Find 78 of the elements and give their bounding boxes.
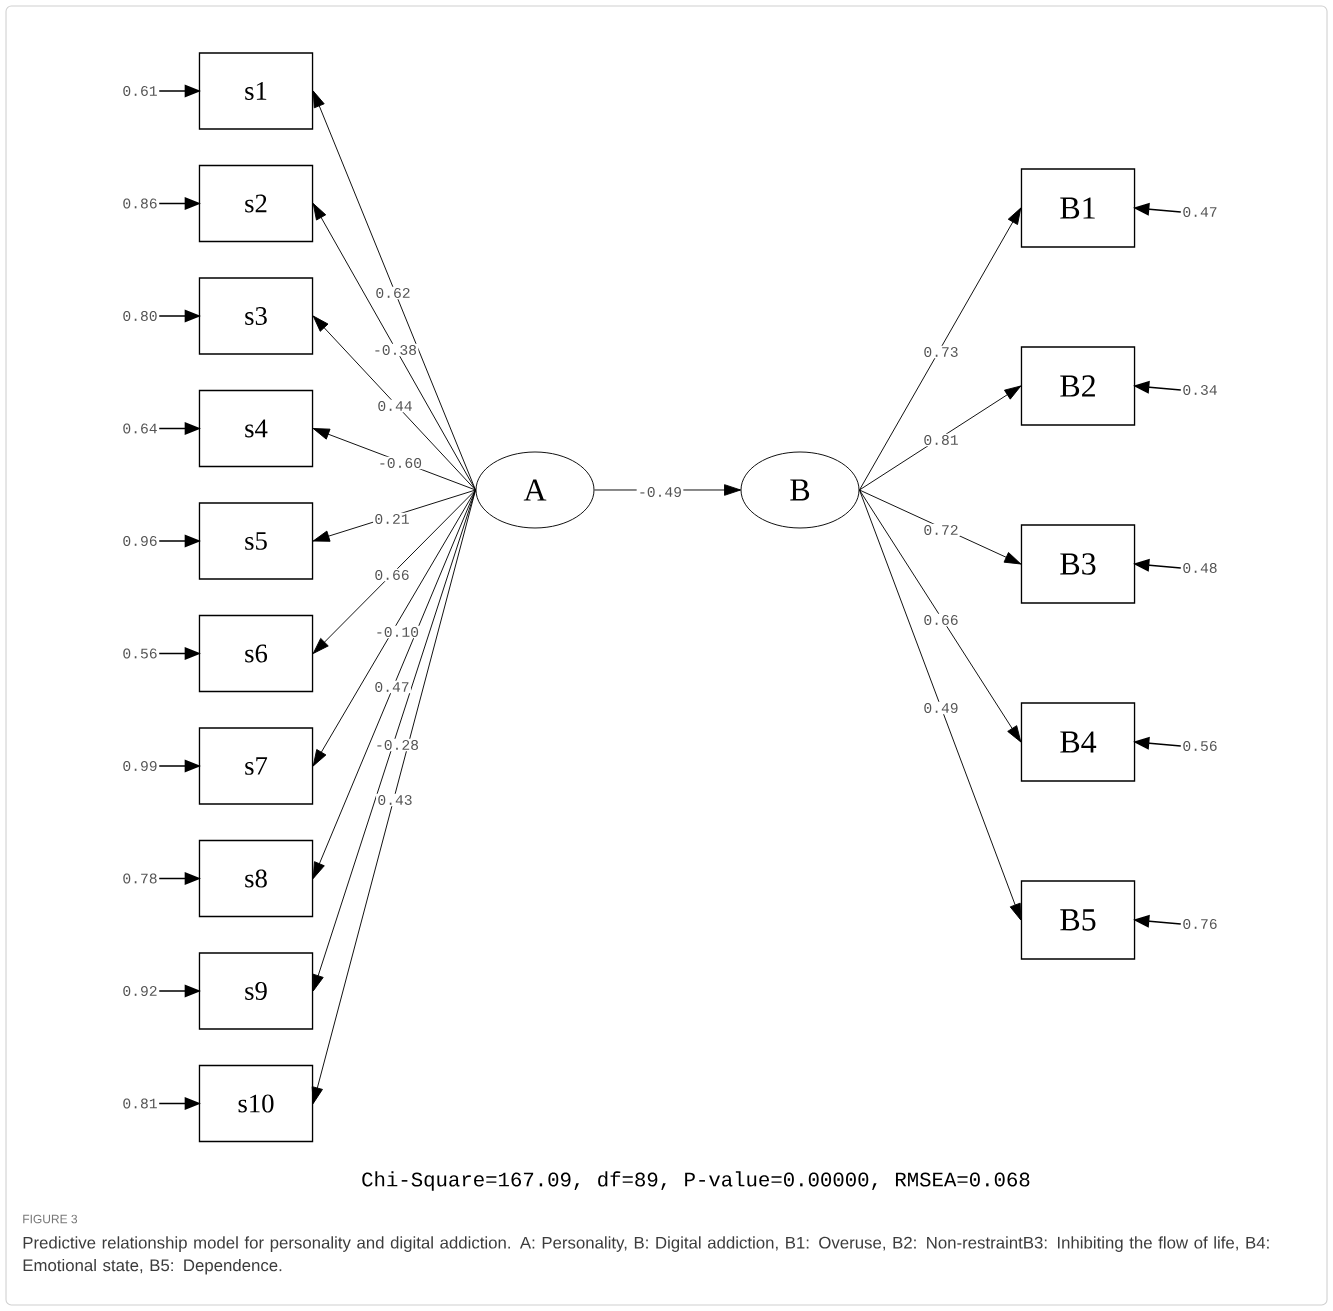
edge-label: 0.49 <box>922 701 960 715</box>
arrow <box>859 489 1022 921</box>
measured-variable-box: B3 <box>1020 524 1136 604</box>
arrow <box>158 534 200 548</box>
error-variance-label: 0.81 <box>123 1098 157 1109</box>
measured-variable-box: B1 <box>1020 168 1136 248</box>
measured-variable-box: s4 <box>198 389 314 468</box>
arrow <box>311 489 476 1104</box>
measured-variable-box: s3 <box>198 277 314 355</box>
arrow <box>1134 736 1182 750</box>
arrow <box>312 203 476 491</box>
measured-variable-box: s1 <box>198 52 314 130</box>
error-variance-label: 0.96 <box>123 536 157 546</box>
edge-label: 0.21 <box>373 512 411 526</box>
arrow <box>859 385 1022 491</box>
error-variance-label: 0.92 <box>123 986 157 996</box>
error-variance-label: 0.34 <box>1183 385 1217 395</box>
arrow <box>158 197 200 210</box>
measured-variable-box: s7 <box>198 727 314 805</box>
arrow <box>859 489 1022 565</box>
edge-label: 0.72 <box>922 523 960 537</box>
measured-variable-box: s2 <box>198 164 314 243</box>
arrow <box>594 484 741 496</box>
measured-variable-box: s5 <box>198 502 314 580</box>
measured-variable-box: s6 <box>198 614 314 693</box>
edge-label: -0.38 <box>371 343 419 357</box>
edge-label: -0.60 <box>376 456 424 470</box>
arrow <box>312 489 476 654</box>
arrow <box>312 90 476 491</box>
arrow <box>1134 914 1182 928</box>
arrow <box>312 315 476 491</box>
error-variance-label: 0.48 <box>1183 563 1217 573</box>
measured-variable-box: s9 <box>198 952 314 1030</box>
edge-label: -0.10 <box>373 625 421 639</box>
edge-label: 0.43 <box>376 793 414 807</box>
arrow <box>1134 558 1182 572</box>
arrow <box>312 428 476 491</box>
arrow <box>158 309 200 323</box>
error-variance-label: 0.56 <box>1183 741 1217 751</box>
measured-variable-box: B2 <box>1020 346 1136 426</box>
edge-label: 0.73 <box>922 345 960 359</box>
edge-label: 0.81 <box>922 433 960 447</box>
arrow <box>1134 202 1182 216</box>
measured-variable-box: B5 <box>1020 880 1136 960</box>
arrow <box>158 759 200 773</box>
error-variance-label: 0.80 <box>123 311 157 321</box>
arrow <box>859 207 1022 491</box>
arrow <box>312 489 476 767</box>
measured-variable-box: B4 <box>1020 702 1136 782</box>
arrow <box>859 489 1022 743</box>
arrow <box>158 984 200 998</box>
measured-variable-box: s10 <box>198 1064 314 1143</box>
error-variance-label: 0.99 <box>123 761 157 771</box>
error-variance-label: 0.76 <box>1183 919 1217 929</box>
edge-label: 0.62 <box>374 286 412 300</box>
figure-number: FIGURE 3 <box>23 1214 78 1224</box>
edge-label: 0.66 <box>373 568 411 582</box>
edge-label: 0.44 <box>376 399 414 413</box>
error-variance-label: 0.86 <box>123 198 157 209</box>
error-variance-label: 0.56 <box>123 648 157 659</box>
error-variance-label: 0.61 <box>123 86 157 96</box>
edge-label: -0.49 <box>636 485 684 499</box>
fit-statistics: Chi-Square=167.09, df=89, P-value=0.00000, RMSEA=0.068 <box>362 1171 1030 1191</box>
arrow <box>158 84 200 98</box>
arrow <box>158 422 200 435</box>
arrow <box>158 872 200 885</box>
edge-label: -0.28 <box>373 738 421 752</box>
arrow <box>1134 380 1182 394</box>
edge-label: 0.47 <box>373 680 411 694</box>
edge-label: 0.66 <box>922 613 960 627</box>
error-variance-label: 0.78 <box>123 873 157 884</box>
error-variance-label: 0.47 <box>1183 207 1217 217</box>
measured-variable-box: s8 <box>198 839 314 918</box>
caption: Predictive relationship model for personality and digital addiction. A: Personality, B: Digital addiction, B1: Overuse, B2: Non-restraintB3: Inhibiting the flow of life, B4: Emotional state, B5: Dependence. <box>23 1236 1269 1275</box>
arrow <box>158 1097 200 1111</box>
arrow <box>312 489 476 542</box>
error-variance-label: 0.64 <box>123 423 157 434</box>
arrow <box>158 647 200 660</box>
